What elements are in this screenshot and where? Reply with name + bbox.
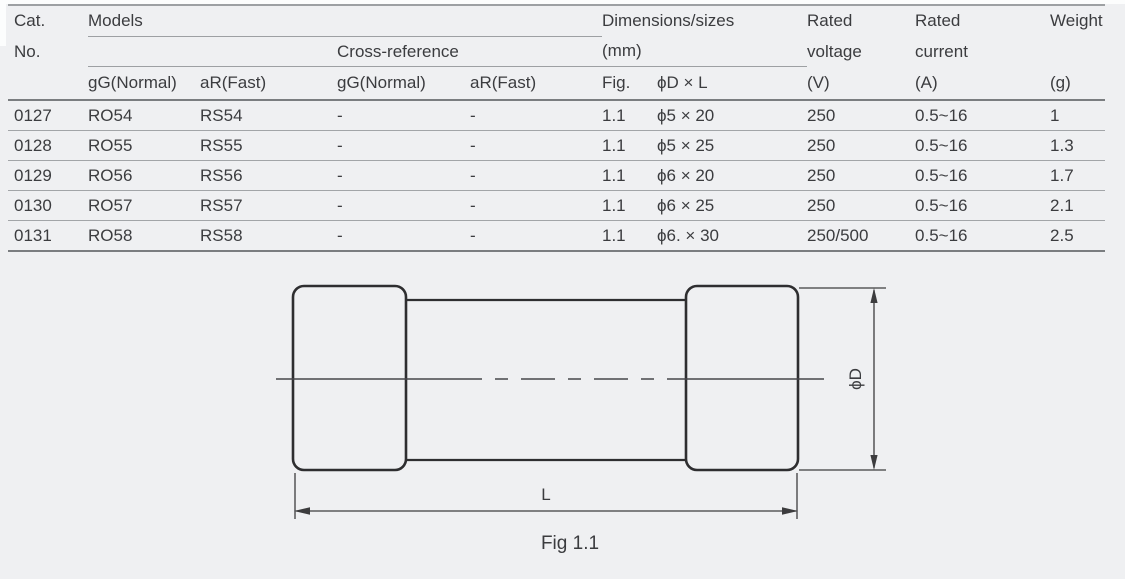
cell-crossref-ar: - <box>470 130 602 161</box>
header-dimensions: Dimensions/sizes <box>602 11 735 31</box>
cell-cat-no: 0127 <box>8 100 88 131</box>
cell-fig: 1.1 <box>602 190 657 221</box>
header-row-1: Cat. Models Dimensions/sizes Rated Rated… <box>8 5 1105 37</box>
length-label: L <box>541 485 550 504</box>
cell-model-ar: RS56 <box>200 160 337 191</box>
cell-model-gg: RO56 <box>88 160 200 191</box>
diameter-arrow-up <box>870 288 878 303</box>
table-row: 0131 RO58 RS58 - - 1.1 ϕ6. × 30 250/500 … <box>8 220 1106 252</box>
cell-model-ar: RS58 <box>200 220 337 252</box>
header-voltage-unit: (V) <box>807 66 916 101</box>
cell-crossref-ar: - <box>470 190 602 221</box>
cell-cat-no: 0128 <box>8 130 88 161</box>
cell-fig: 1.1 <box>602 160 657 191</box>
cell-dimensions: ϕ6 × 25 <box>657 190 808 221</box>
cell-model-gg: RO55 <box>88 130 200 161</box>
length-arrow-right <box>782 507 798 515</box>
header-crossref-gg-normal: gG(Normal) <box>337 66 470 101</box>
header-d-x-l: ϕD × L <box>657 66 808 101</box>
cell-rated-current: 0.5~16 <box>915 220 1051 252</box>
cell-model-gg: RO54 <box>88 100 200 131</box>
cell-cat-no: 0130 <box>8 190 88 221</box>
header-rated-current: Rated <box>915 11 961 31</box>
page-edge-left <box>0 0 6 46</box>
cell-model-ar: RS55 <box>200 130 337 161</box>
cell-rated-voltage: 250/500 <box>807 220 916 252</box>
header-cross-reference: Cross-reference <box>337 36 602 67</box>
header-gg-normal: gG(Normal) <box>88 66 200 101</box>
cell-model-ar: RS54 <box>200 100 337 131</box>
header-spacer <box>88 36 337 67</box>
cell-weight: 1.7 <box>1050 160 1106 191</box>
cell-dimensions: ϕ5 × 25 <box>657 130 808 161</box>
table-row: 0129 RO56 RS56 - - 1.1 ϕ6 × 20 250 0.5~1… <box>8 160 1106 191</box>
cell-rated-voltage: 250 <box>807 130 916 161</box>
header-row-3: gG(Normal) aR(Fast) gG(Normal) aR(Fast) … <box>8 66 1106 101</box>
cell-dimensions: ϕ6 × 20 <box>657 160 808 191</box>
cell-crossref-gg: - <box>337 190 470 221</box>
header-dimensions-unit: (mm) <box>602 36 808 67</box>
cell-weight: 2.1 <box>1050 190 1106 221</box>
cell-rated-voltage: 250 <box>807 190 916 221</box>
cell-dimensions: ϕ5 × 20 <box>657 100 808 131</box>
cell-dimensions: ϕ6. × 30 <box>657 220 808 252</box>
cell-weight: 1.3 <box>1050 130 1106 161</box>
header-rated-voltage: Rated <box>807 11 853 31</box>
fuse-spec-table: Cat. Models Dimensions/sizes Rated Rated… <box>8 4 1106 252</box>
table-row: 0128 RO55 RS55 - - 1.1 ϕ5 × 25 250 0.5~1… <box>8 130 1106 161</box>
cell-fig: 1.1 <box>602 130 657 161</box>
length-arrow-left <box>294 507 310 515</box>
cell-model-ar: RS57 <box>200 190 337 221</box>
header-current-word: current <box>915 41 968 61</box>
header-voltage-word: voltage <box>807 41 862 61</box>
spec-table-body: 0127 RO54 RS54 - - 1.1 ϕ5 × 20 250 0.5~1… <box>8 100 1106 252</box>
length-dimension <box>294 473 798 519</box>
cell-weight: 2.5 <box>1050 220 1106 252</box>
cell-rated-current: 0.5~16 <box>915 190 1051 221</box>
header-fig: Fig. <box>602 66 657 101</box>
header-weight-unit: (g) <box>1050 66 1106 101</box>
header-spacer <box>8 66 88 101</box>
header-current-unit: (A) <box>915 66 1051 101</box>
cell-model-gg: RO57 <box>88 190 200 221</box>
cell-rated-current: 0.5~16 <box>915 160 1051 191</box>
fuse-outline <box>291 284 800 472</box>
header-weight: Weight <box>1050 11 1103 31</box>
cell-rated-voltage: 250 <box>807 160 916 191</box>
header-spacer <box>1050 37 1105 67</box>
cell-cat-no: 0131 <box>8 220 88 252</box>
cell-crossref-gg: - <box>337 220 470 252</box>
diameter-label: ϕD <box>846 368 865 390</box>
diameter-arrow-down <box>870 455 878 470</box>
cell-rated-current: 0.5~16 <box>915 130 1051 161</box>
fuse-right-cap <box>684 284 800 472</box>
cell-crossref-gg: - <box>337 160 470 191</box>
cell-weight: 1 <box>1050 100 1106 131</box>
figure-caption: Fig 1.1 <box>541 533 599 554</box>
cell-model-gg: RO58 <box>88 220 200 252</box>
header-crossref-ar-fast: aR(Fast) <box>470 66 602 101</box>
table-row: 0127 RO54 RS54 - - 1.1 ϕ5 × 20 250 0.5~1… <box>8 100 1106 131</box>
cell-cat-no: 0129 <box>8 160 88 191</box>
header-cat: Cat. <box>14 11 46 31</box>
cell-fig: 1.1 <box>602 100 657 131</box>
cell-fig: 1.1 <box>602 220 657 252</box>
cell-crossref-ar: - <box>470 100 602 131</box>
page-edge-top <box>0 0 1125 4</box>
header-models: Models <box>88 5 602 37</box>
header-row-2: No. Cross-reference (mm) voltage current <box>8 36 1105 67</box>
table-row: 0130 RO57 RS57 - - 1.1 ϕ6 × 25 250 0.5~1… <box>8 190 1106 221</box>
cell-crossref-gg: - <box>337 100 470 131</box>
cell-rated-current: 0.5~16 <box>915 100 1051 131</box>
header-no: No. <box>14 41 41 61</box>
cell-rated-voltage: 250 <box>807 100 916 131</box>
fuse-left-cap <box>291 284 408 472</box>
diameter-dimension <box>799 287 886 471</box>
header-ar-fast: aR(Fast) <box>200 66 337 101</box>
cell-crossref-ar: - <box>470 220 602 252</box>
cell-crossref-gg: - <box>337 130 470 161</box>
cell-crossref-ar: - <box>470 160 602 191</box>
